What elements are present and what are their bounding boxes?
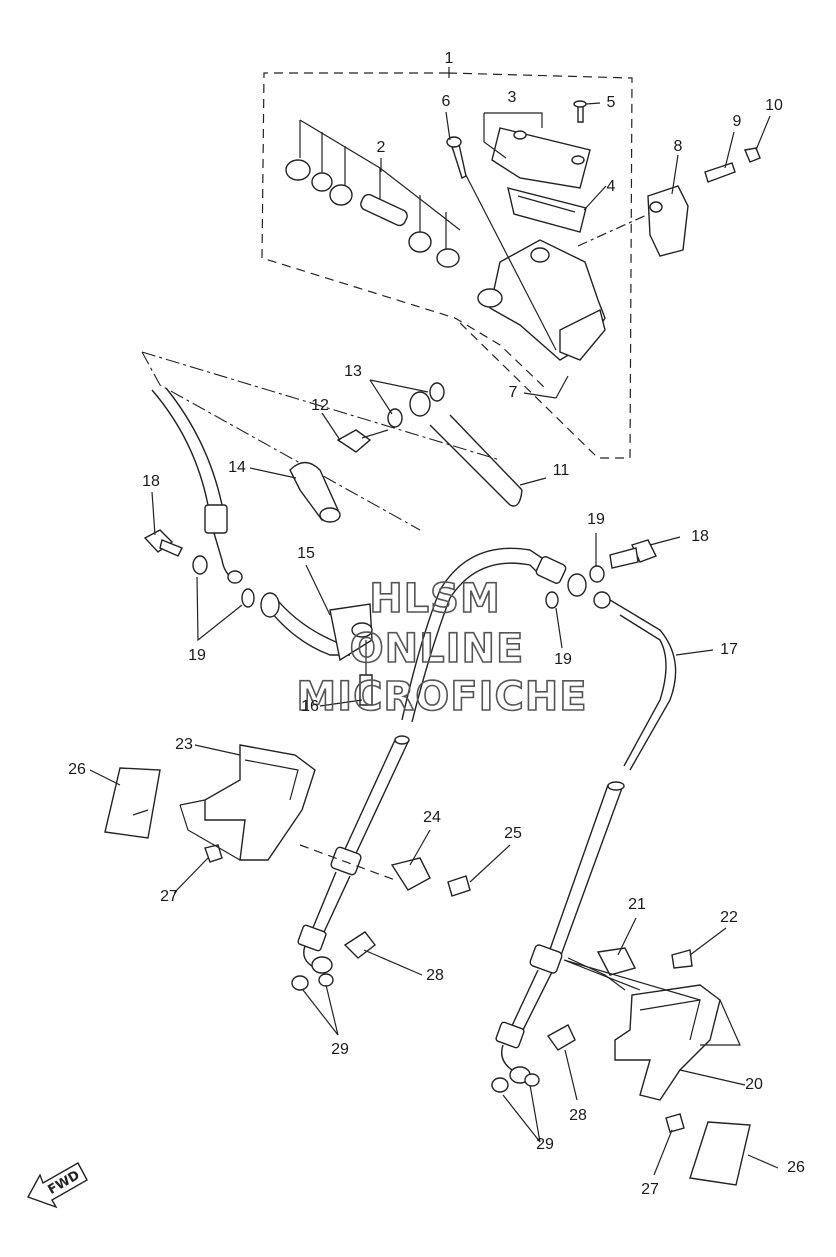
routing-centerline-upper — [141, 351, 501, 531]
part-label: 9 — [733, 113, 742, 130]
part-label: 3 — [508, 89, 517, 106]
part-label: 17 — [720, 641, 738, 658]
part-label: 23 — [175, 736, 193, 753]
handlebar-clamp — [647, 147, 761, 257]
part-label: 5 — [607, 94, 616, 111]
part-label: 26 — [68, 761, 86, 778]
part-label: 4 — [607, 178, 616, 195]
part-label: 19 — [188, 647, 206, 664]
forward-arrow-icon: FWD — [26, 1162, 88, 1209]
part-labels: 1 2 3 4 5 6 7 8 9 10 11 12 13 14 15 16 1… — [68, 50, 805, 1198]
part-label: 14 — [228, 459, 246, 476]
left-bracket — [104, 744, 316, 863]
part-label: 28 — [569, 1107, 587, 1124]
part-label: 27 — [160, 888, 178, 905]
part-label: 12 — [311, 397, 329, 414]
part-label: 24 — [423, 809, 441, 826]
master-cylinder-body — [446, 136, 663, 361]
left-lower-hose — [291, 735, 410, 991]
reservoir-cap — [491, 100, 591, 233]
hose-clamp-left — [299, 844, 471, 897]
part-label: 2 — [377, 139, 386, 156]
right-lower-hose — [491, 781, 625, 1093]
bolt-18-right — [609, 539, 657, 569]
part-label: 29 — [536, 1136, 554, 1153]
bolt-18-left — [143, 529, 183, 557]
brake-pipe-joint — [260, 592, 373, 706]
upper-crossover-hose — [401, 547, 677, 771]
part-label: 26 — [787, 1159, 805, 1176]
part-label: 15 — [297, 545, 315, 562]
part-label: 8 — [674, 138, 683, 155]
part-label: 21 — [628, 896, 646, 913]
piston-kit — [285, 119, 461, 268]
part-label: 13 — [344, 363, 362, 380]
part-label: 18 — [691, 528, 709, 545]
hose-clamp-right — [567, 947, 693, 991]
leader-lines — [89, 67, 779, 1176]
part-label: 29 — [331, 1041, 349, 1058]
part-label: 19 — [554, 651, 572, 668]
watermark-line-3: MICROFICHE — [296, 674, 587, 720]
part-label: 1 — [445, 50, 454, 67]
union-bolt-and-hose — [336, 379, 523, 507]
part-label: 18 — [142, 473, 160, 490]
watermark-line-1: HLSM — [369, 576, 501, 622]
master-cylinder-assembly-box — [261, 72, 633, 459]
part-label: 25 — [504, 825, 522, 842]
part-label: 10 — [765, 97, 783, 114]
part-label: 6 — [442, 93, 451, 110]
part-label: 11 — [553, 462, 570, 479]
part-label: 22 — [720, 909, 738, 926]
part-label: 16 — [301, 698, 319, 715]
part-label: 20 — [745, 1076, 763, 1093]
part-label: 7 — [509, 384, 518, 401]
right-bracket — [614, 984, 751, 1186]
part-label: 27 — [641, 1181, 659, 1198]
part-label: 19 — [587, 511, 605, 528]
part-label: 28 — [426, 967, 444, 984]
watermark: HLSM ONLINE MICROFICHE — [296, 575, 588, 721]
watermark-line-2: ONLINE — [350, 626, 525, 672]
hose-joint — [289, 461, 341, 523]
upper-left-hose — [151, 387, 255, 608]
